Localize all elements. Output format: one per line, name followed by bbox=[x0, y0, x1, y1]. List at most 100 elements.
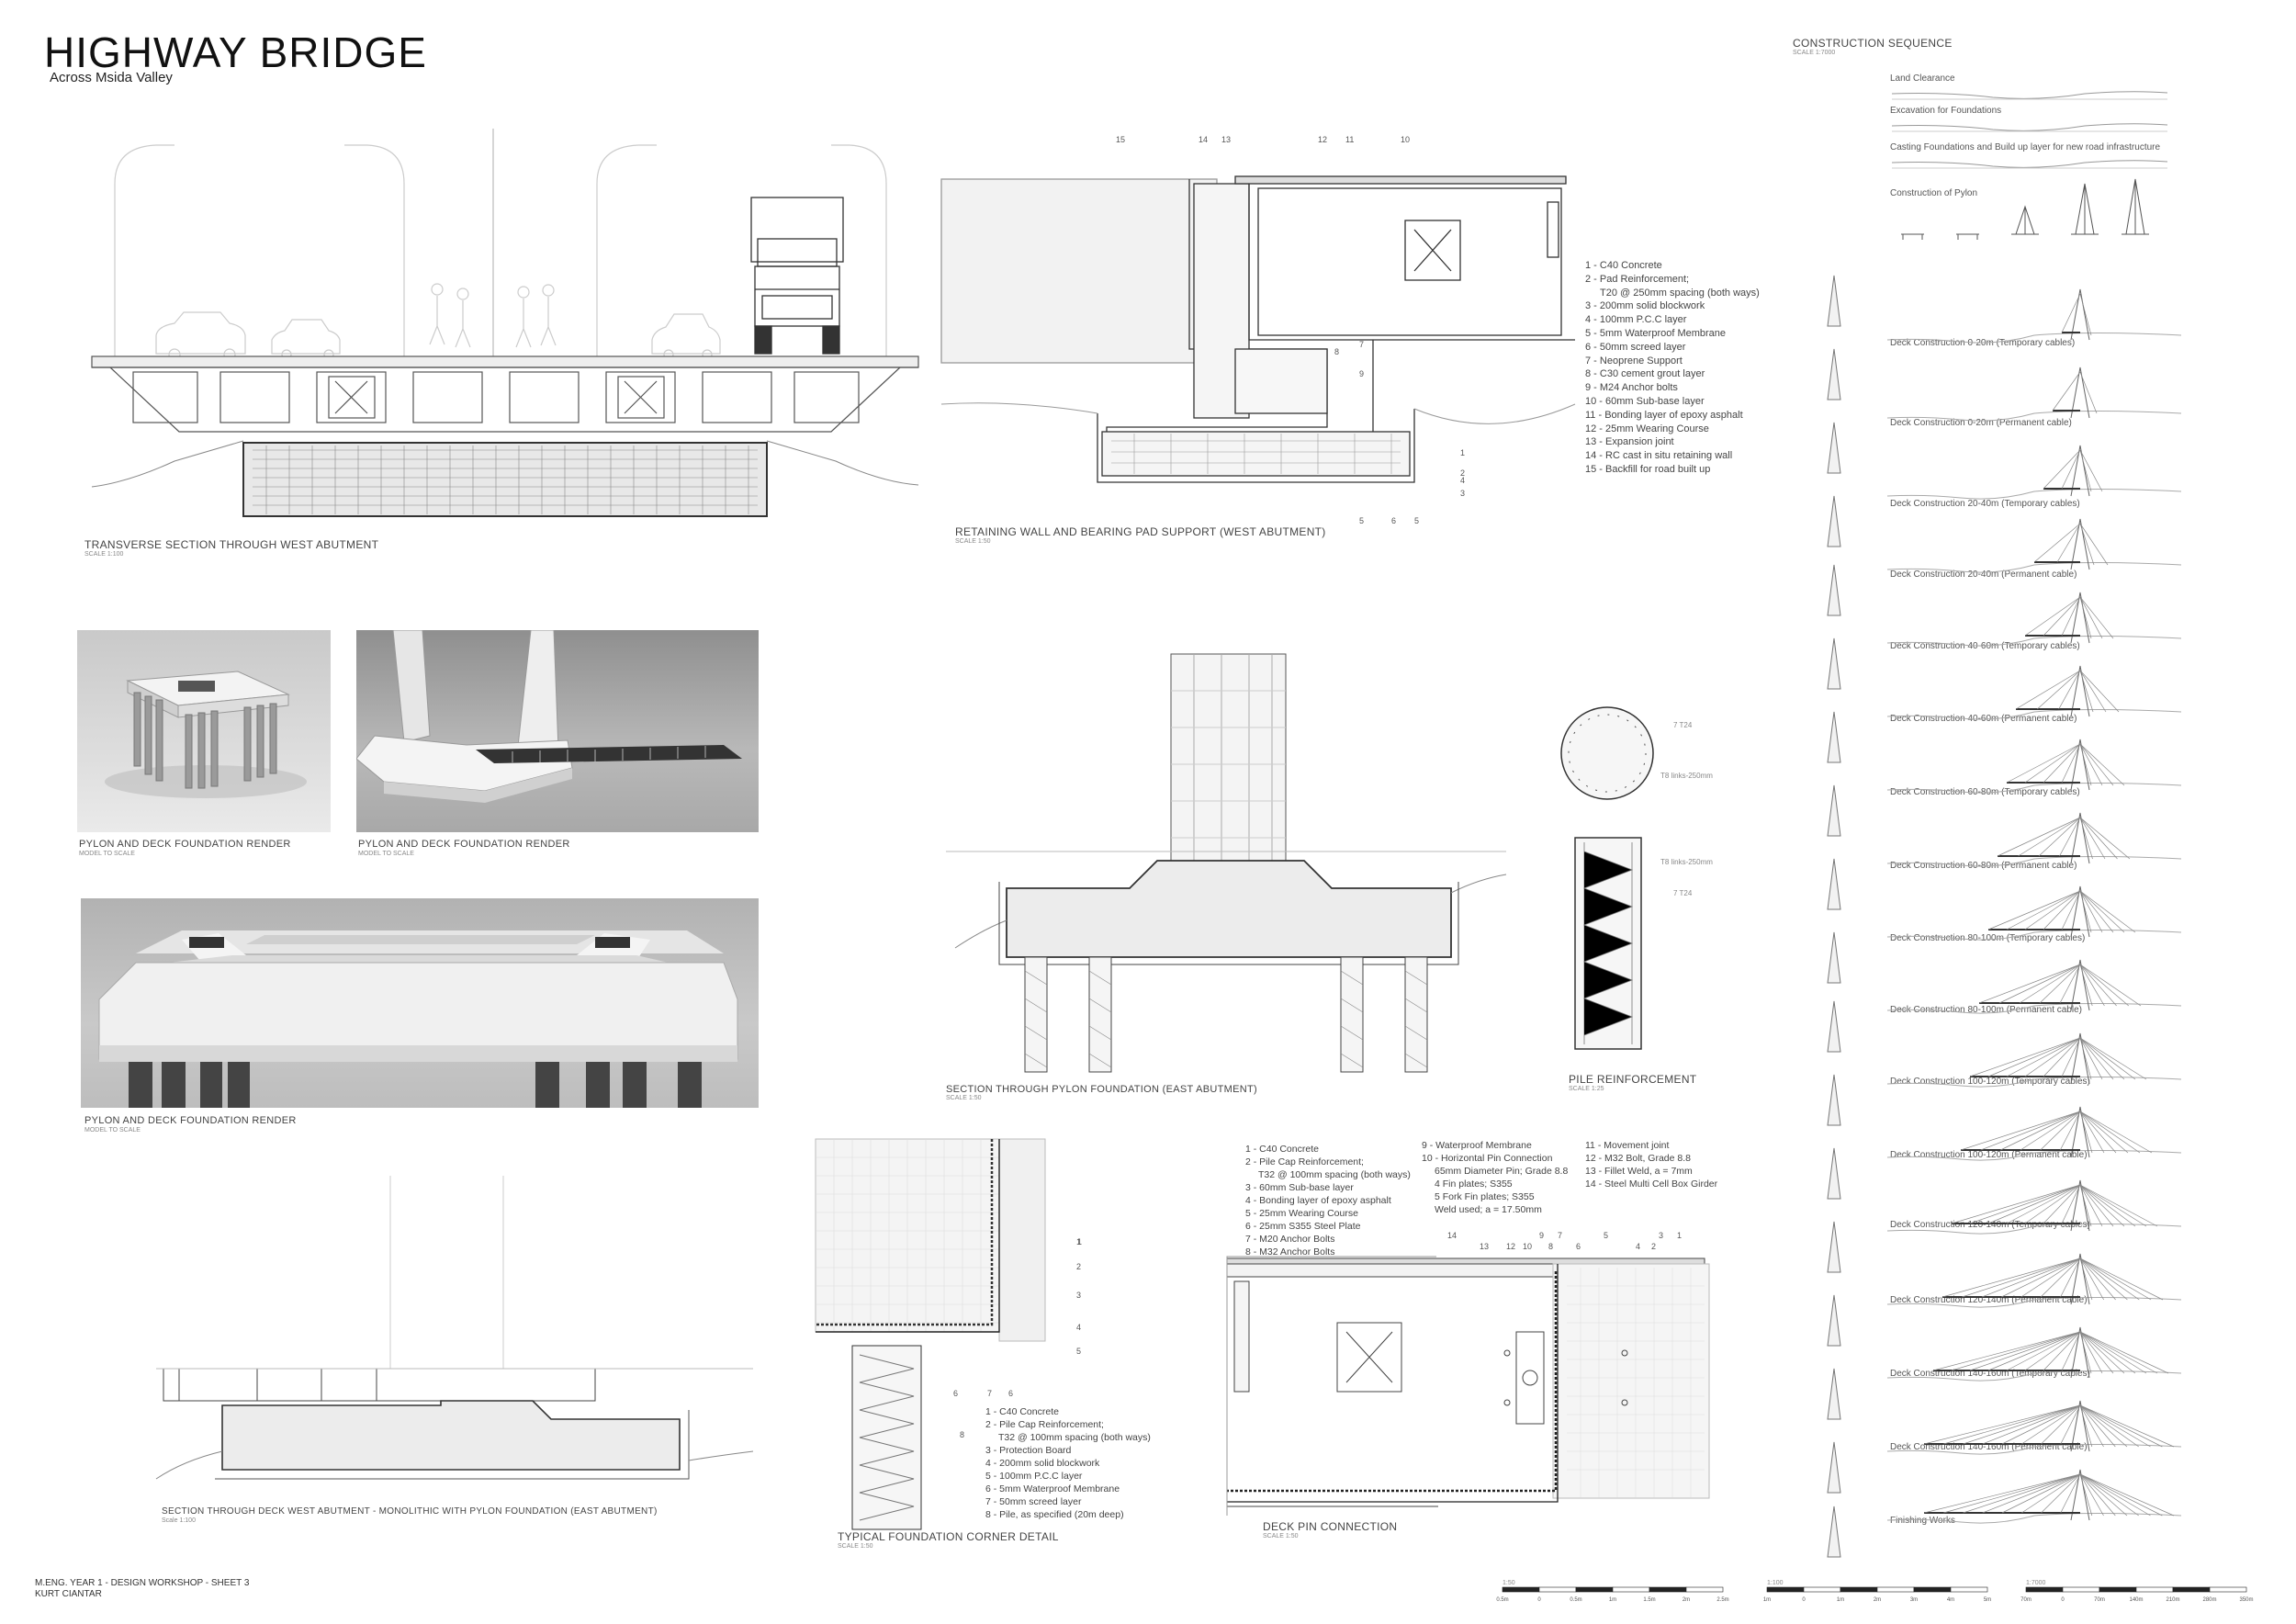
scale-tick-label: 4m bbox=[1947, 1597, 1954, 1603]
pylon-elevation-icon bbox=[1827, 1441, 1841, 1494]
pin-callout-1: 1 bbox=[1677, 1231, 1682, 1240]
sequence-title: CONSTRUCTION SEQUENCE bbox=[1793, 37, 1953, 50]
corner-num-4: 4 bbox=[1076, 1323, 1082, 1332]
callout-3: 3 bbox=[1460, 489, 1465, 498]
pylon-elevation-icon bbox=[1827, 931, 1841, 984]
scale-tick-label: 0 bbox=[2061, 1597, 2065, 1603]
sequence-step-label: Deck Construction 60-80m (Temporary cabl… bbox=[1890, 787, 2080, 797]
scale-tick-label: 0.5m bbox=[1570, 1597, 1581, 1603]
pin-callout-6: 6 bbox=[1576, 1242, 1581, 1251]
deck-construction-panel bbox=[1886, 445, 2182, 500]
pin-callout-10: 10 bbox=[1523, 1242, 1532, 1251]
sequence-step-label: Deck Construction 140-160m (Temporary ca… bbox=[1890, 1369, 2090, 1379]
deck-construction-panel bbox=[1886, 518, 2182, 573]
deck-construction-panel bbox=[1886, 1400, 2182, 1455]
pin-caption: DECK PIN CONNECTION bbox=[1263, 1520, 1398, 1533]
pin-legend-col3: 11 - Movement joint 12 - M32 Bolt, Grade… bbox=[1585, 1140, 1718, 1190]
pylon-elevation-icon bbox=[1827, 637, 1841, 690]
callout-9: 9 bbox=[1359, 369, 1364, 378]
deck-construction-panel bbox=[1886, 1469, 2182, 1524]
scale-tick-label: 3m bbox=[1910, 1597, 1918, 1603]
scale-tick-label: 280m bbox=[2202, 1597, 2216, 1603]
scale-tick-label: 1m bbox=[1609, 1597, 1616, 1603]
pylon-foundation-drawing bbox=[946, 653, 1507, 1073]
sequence-step-label: Deck Construction 20-40m (Temporary cabl… bbox=[1890, 499, 2080, 509]
deck-construction-panel bbox=[1886, 592, 2182, 647]
transverse-section-drawing bbox=[91, 129, 919, 517]
pylon-elevation-icon bbox=[1827, 422, 1841, 474]
callout-13: 13 bbox=[1221, 135, 1231, 144]
footer-author: KURT CIANTAR bbox=[35, 1589, 102, 1599]
callout-5a: 5 bbox=[1359, 516, 1364, 525]
pylon-elevation-icon bbox=[1827, 1000, 1841, 1053]
render2-caption: PYLON AND DECK FOUNDATION RENDER bbox=[358, 839, 570, 850]
deck-construction-panel bbox=[1886, 739, 2182, 794]
callout-11: 11 bbox=[1345, 135, 1354, 144]
corner-num-2: 2 bbox=[1076, 1262, 1082, 1271]
render3-scale: MODEL TO SCALE bbox=[84, 1127, 141, 1133]
pile-reinforcement-drawing bbox=[1560, 706, 1654, 1050]
scale-tick-label: 0.5m bbox=[1496, 1597, 1508, 1603]
pylon-elevation-icon bbox=[1827, 1368, 1841, 1420]
pile-label-3: T8 links-250mm bbox=[1660, 858, 1713, 866]
pylon-foundation-scale: SCALE 1:50 bbox=[946, 1095, 982, 1101]
pylon-elevation-icon bbox=[1827, 858, 1841, 910]
pin-callout-2: 2 bbox=[1651, 1242, 1656, 1251]
corner-num-6b: 6 bbox=[1008, 1389, 1014, 1398]
sequence-step-label: Deck Construction 100-120m (Temporary ca… bbox=[1890, 1077, 2090, 1087]
scale-tick-label: 1.5m bbox=[1643, 1597, 1655, 1603]
corner-detail-drawing: 1 bbox=[815, 1138, 1082, 1530]
pylon-elevation-icon bbox=[1827, 495, 1841, 547]
pin-callout-14: 14 bbox=[1447, 1231, 1457, 1240]
pylon-construction-phases bbox=[1901, 178, 2149, 240]
scale-tick-label: 70m bbox=[2094, 1597, 2105, 1603]
pin-callout-5: 5 bbox=[1604, 1231, 1608, 1240]
pylon-elevation-icon bbox=[1827, 1506, 1841, 1558]
deck-abutment-scale: Scale 1:100 bbox=[162, 1517, 196, 1524]
pile-label-1: 7 T24 bbox=[1673, 721, 1693, 729]
pile-scale: SCALE 1:25 bbox=[1569, 1086, 1604, 1092]
callout-6: 6 bbox=[1391, 516, 1396, 525]
corner-num-6a: 6 bbox=[953, 1389, 959, 1398]
pin-callout-12: 12 bbox=[1506, 1242, 1515, 1251]
pylon-elevation-icon bbox=[1827, 564, 1841, 616]
corner-caption: TYPICAL FOUNDATION CORNER DETAIL bbox=[838, 1530, 1059, 1543]
deck-abutment-caption: SECTION THROUGH DECK WEST ABUTMENT - MON… bbox=[162, 1506, 658, 1517]
callout-5b: 5 bbox=[1414, 516, 1419, 525]
sequence-step-label: Finishing Works bbox=[1890, 1516, 1955, 1526]
corner-num-3: 3 bbox=[1076, 1291, 1082, 1300]
scale-tick-label: 2.5m bbox=[1716, 1597, 1728, 1603]
transverse-scale: SCALE 1:100 bbox=[84, 551, 124, 558]
sequence-step-label: Deck Construction 0-20m (Permanent cable… bbox=[1890, 418, 2072, 428]
deck-construction-panel bbox=[1886, 959, 2182, 1014]
sequence-step-label: Deck Construction 40-60m (Permanent cabl… bbox=[1890, 714, 2077, 724]
footer-course: M.ENG. YEAR 1 - DESIGN WORKSHOP - SHEET … bbox=[35, 1578, 250, 1588]
pile-caption: PILE REINFORCEMENT bbox=[1569, 1073, 1697, 1086]
scale-tick-label: 140m bbox=[2129, 1597, 2143, 1603]
pylon-elevation-icon bbox=[1827, 784, 1841, 837]
pylon-elevation-icon bbox=[1827, 1294, 1841, 1347]
scale-tick-label: 2m bbox=[1874, 1597, 1881, 1603]
scale-bar-ratio: 1:7000 bbox=[2026, 1580, 2046, 1586]
sequence-step-label: Excavation for Foundations bbox=[1890, 106, 2002, 116]
scale-tick-label: 0 bbox=[1802, 1597, 1806, 1603]
sheet-title: HIGHWAY BRIDGE bbox=[44, 28, 427, 76]
scale-tick-label: 350m bbox=[2239, 1597, 2253, 1603]
retaining-caption: RETAINING WALL AND BEARING PAD SUPPORT (… bbox=[955, 525, 1326, 538]
sequence-ground-strip bbox=[1891, 123, 2168, 132]
render3-caption: PYLON AND DECK FOUNDATION RENDER bbox=[84, 1115, 297, 1126]
callout-7: 7 bbox=[1359, 340, 1364, 349]
scale-bar-ratio: 1:50 bbox=[1503, 1580, 1515, 1586]
callout-15: 15 bbox=[1116, 135, 1125, 144]
corner-num-8: 8 bbox=[960, 1430, 965, 1439]
deck-pin-drawing: 14 13 12 10 9 7 8 6 5 4 3 2 1 bbox=[1226, 1231, 1710, 1516]
sequence-step-label: Deck Construction 120-140m (Permanent ca… bbox=[1890, 1295, 2088, 1305]
callout-4: 4 bbox=[1460, 476, 1465, 485]
render-image-1 bbox=[77, 630, 331, 832]
pin-legend-col1: 1 - C40 Concrete 2 - Pile Cap Reinforcem… bbox=[1245, 1144, 1411, 1257]
scale-tick-label: 1m bbox=[1837, 1597, 1844, 1603]
